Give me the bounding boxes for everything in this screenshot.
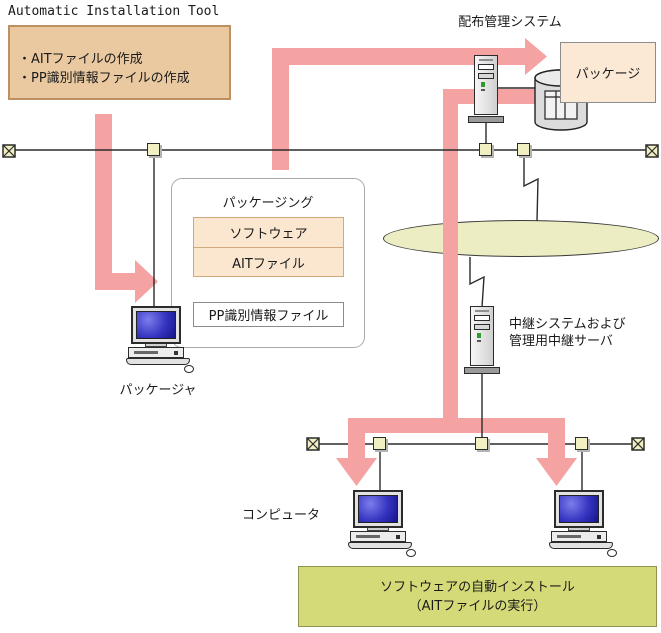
relay-label-line1: 中継システムおよび (509, 317, 626, 332)
auto-install-line1: ソフトウェアの自動インストール (380, 579, 575, 595)
computer-case (551, 531, 607, 542)
arrow-register-package (272, 38, 547, 170)
pp-id-file-box: PP識別情報ファイル (193, 302, 344, 327)
server-dot (481, 89, 485, 91)
server-stand (464, 367, 500, 374)
crossed-box-terminator-icon (645, 144, 659, 158)
client-computer-icon (549, 490, 617, 557)
server-tower (470, 306, 494, 366)
network-node-square (575, 437, 588, 450)
client-computer-icon (348, 490, 416, 557)
crossed-box-terminator-icon (631, 437, 645, 451)
mouse (607, 549, 617, 557)
packaging-label: パッケージング (222, 196, 314, 211)
computers-label: コンピュータ (242, 508, 321, 523)
crossed-box-terminator-icon (2, 144, 16, 158)
monitor (554, 490, 604, 528)
monitor (131, 306, 181, 344)
computer-case (128, 347, 184, 358)
relay-server-icon (464, 306, 500, 374)
monitor (353, 490, 403, 528)
server-stand (468, 116, 504, 123)
server-dot (477, 340, 481, 342)
screen (358, 495, 398, 523)
monitor-stand (568, 528, 590, 531)
network-node-square (475, 437, 488, 450)
server-drive-slot (478, 73, 494, 79)
packager-label: パッケージャ (119, 383, 197, 398)
wan-link-upper-zigzag (523, 157, 539, 222)
ait-box-line: ・PP識別情報ファイルの作成 (18, 71, 190, 86)
wan-link-lower-zigzag (469, 257, 485, 308)
mouse (406, 549, 416, 557)
package-label: パッケージ (575, 67, 641, 82)
screen (559, 495, 599, 523)
page-title: Automatic Installation Tool (8, 4, 220, 19)
screen (136, 311, 176, 339)
server-vent (475, 310, 489, 312)
keyboard (549, 542, 613, 549)
power-button (174, 350, 178, 355)
auto-install-box: ソフトウェアの自動インストール （AITファイルの実行） (298, 566, 657, 627)
packaging-stack: ソフトウェア AITファイル (193, 217, 344, 277)
monitor-stand (145, 344, 167, 347)
network-node-square (479, 143, 492, 156)
keyboard (126, 358, 190, 365)
power-button (396, 534, 400, 539)
auto-install-line2: （AITファイルの実行） (408, 598, 547, 614)
arrow-create-files (95, 114, 158, 303)
network-node-square (517, 143, 530, 156)
server-led (477, 333, 481, 338)
distribution-server-icon (468, 55, 504, 123)
power-button (597, 534, 601, 539)
drive-slot (356, 535, 380, 538)
relay-label-line2: 管理用中継サーバ (509, 334, 613, 349)
network-node-square (147, 143, 160, 156)
ait-box-line: ・AITファイルの作成 (18, 52, 143, 67)
server-vent (479, 59, 493, 61)
packager-computer-icon (126, 306, 194, 373)
mouse (184, 365, 194, 373)
crossed-box-terminator-icon (306, 437, 320, 451)
arrow-distribute-package (336, 89, 577, 486)
computer-case (350, 531, 406, 542)
keyboard (348, 542, 412, 549)
drive-slot (557, 535, 581, 538)
wan-ellipse (383, 220, 659, 257)
server-tower (474, 55, 498, 115)
software-item: ソフトウェア (229, 227, 308, 242)
server-drive-slot (478, 64, 494, 70)
drive-slot (134, 351, 158, 354)
server-led (481, 82, 485, 87)
server-drive-slot (474, 315, 490, 321)
monitor-stand (367, 528, 389, 531)
package-box: パッケージ (560, 42, 656, 103)
ait-tool-box: ・AITファイルの作成 ・PP識別情報ファイルの作成 (8, 25, 231, 100)
distribution-system-label: 配布管理システム (458, 15, 562, 30)
server-drive-slot (474, 324, 490, 330)
ait-file-item: AITファイル (194, 247, 343, 276)
network-node-square (373, 437, 386, 450)
packaging-container: パッケージング ソフトウェア AITファイル PP識別情報ファイル (171, 178, 365, 348)
